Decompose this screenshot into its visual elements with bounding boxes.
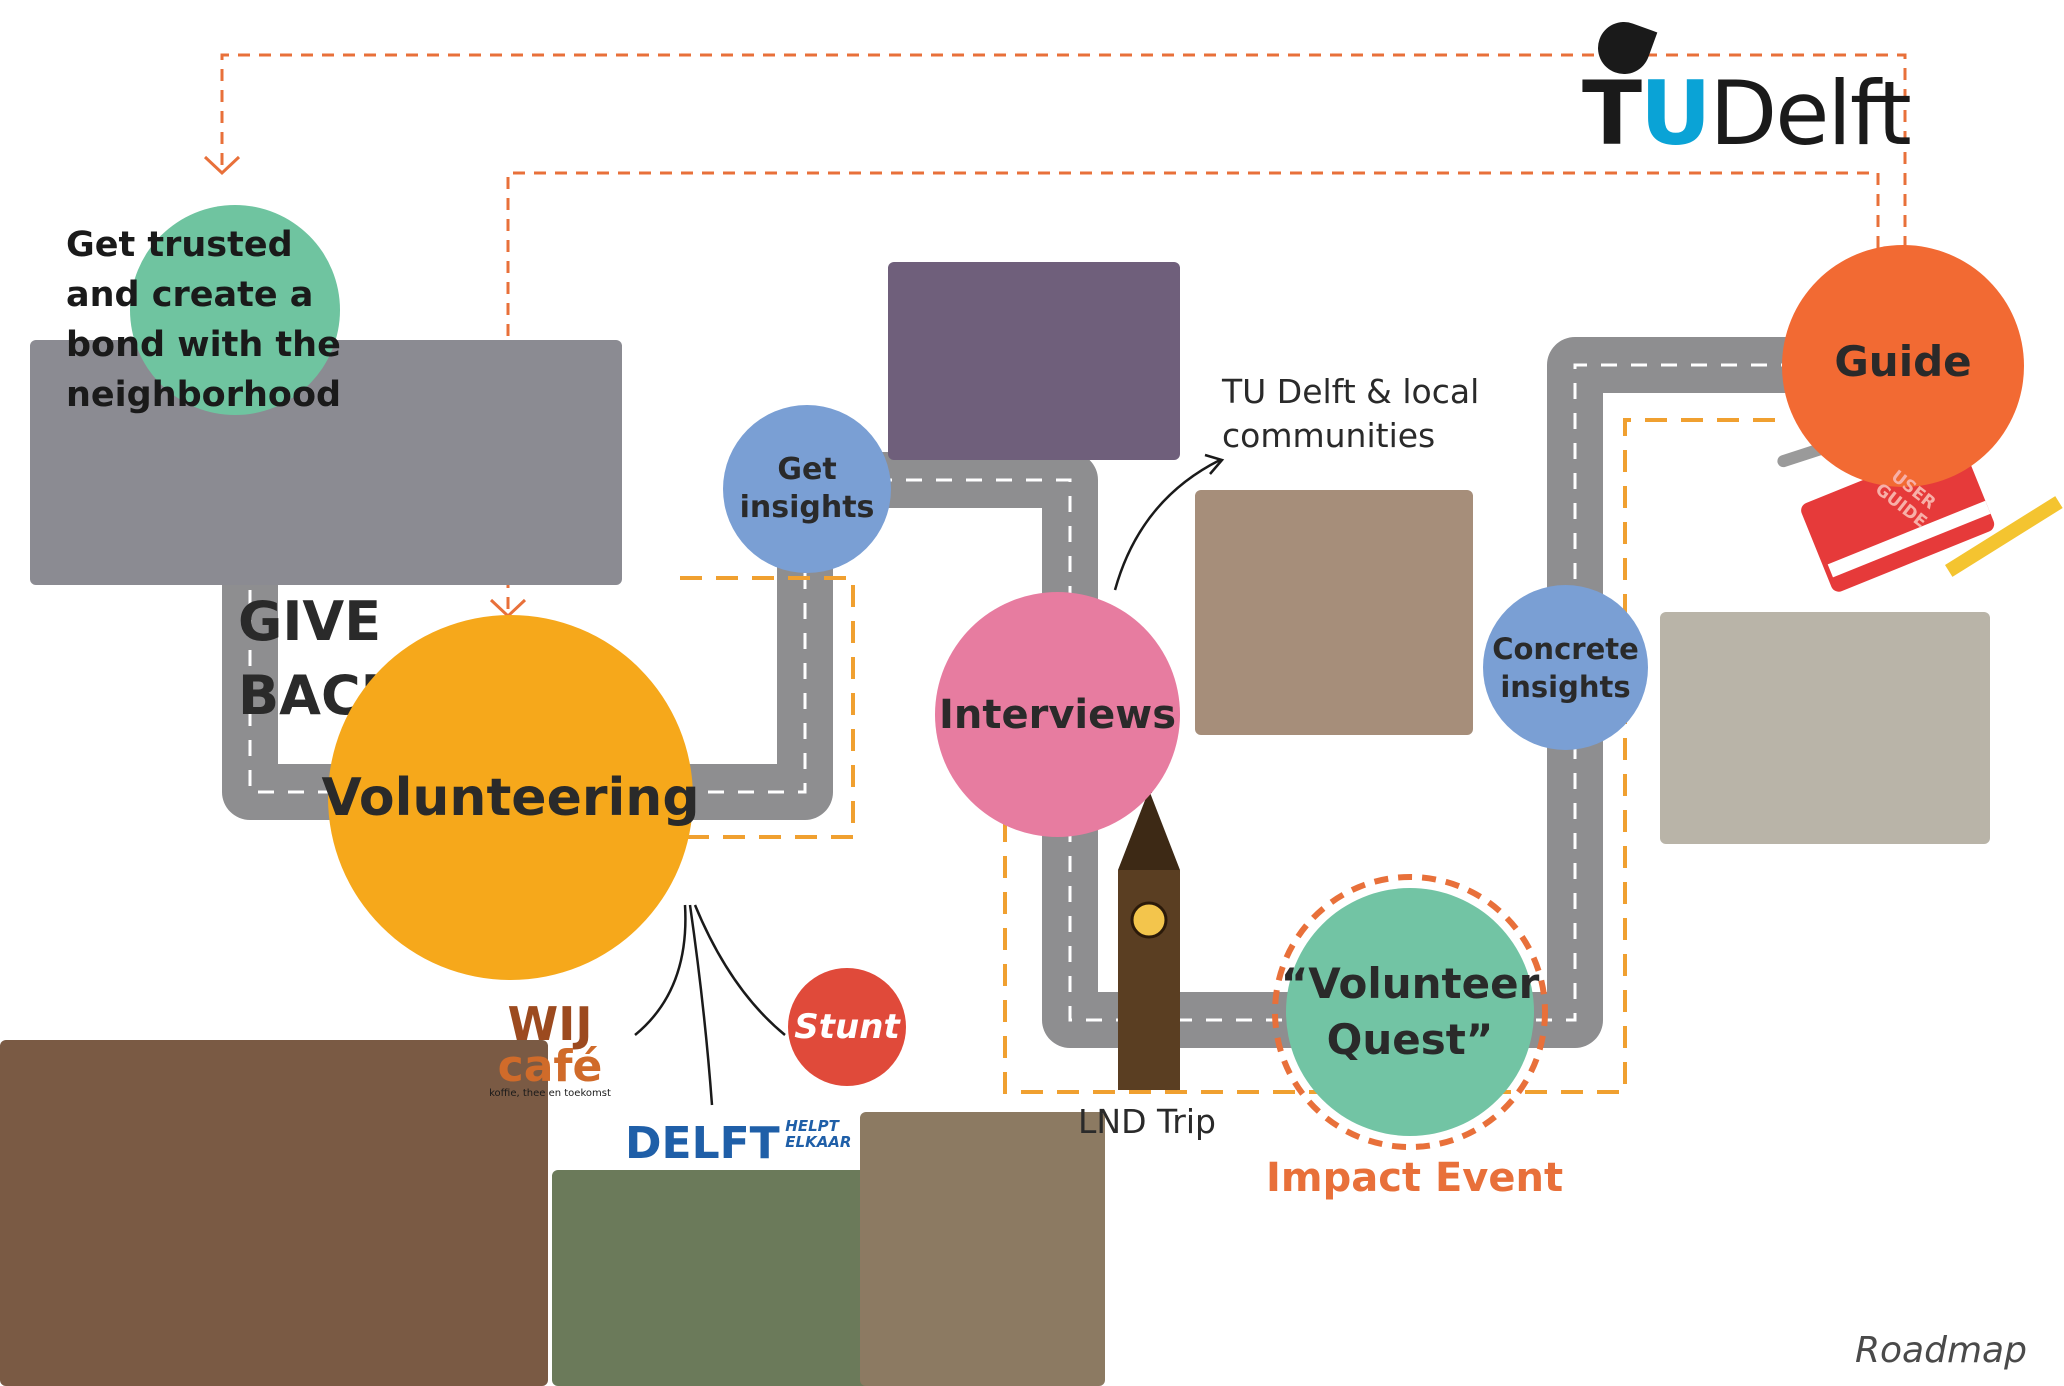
photo-community-group xyxy=(1195,490,1473,735)
arrow-head-communities xyxy=(1204,453,1225,475)
node-guide: Guide xyxy=(1782,245,2024,487)
photo-interview-table xyxy=(888,262,1180,460)
stunt-logo-text: Stunt xyxy=(794,1007,900,1047)
node-concrete-insights: Concrete insights xyxy=(1483,585,1648,750)
wij-cafe-line1: WIJ xyxy=(507,997,593,1051)
wij-cafe-tagline: koffie, thee en toekomst xyxy=(489,1088,611,1099)
arrow-to-delft-helpt xyxy=(688,904,714,1106)
node-volunteering-label: Volunteering xyxy=(321,767,700,828)
feedback-line-outer xyxy=(220,53,1907,248)
roadmap-label: Roadmap xyxy=(1855,1330,2027,1371)
node-interviews-label: Interviews xyxy=(938,691,1176,738)
logo-t: T xyxy=(1582,62,1642,165)
photo-neighborhood-event xyxy=(30,340,622,585)
delft-helpt-small-text: HELPT ELKAAR xyxy=(785,1117,852,1151)
impact-ring xyxy=(1272,874,1548,1150)
user-guide-book-icon xyxy=(1801,442,1995,592)
arrow-to-communities xyxy=(1113,458,1221,591)
node-get-insights: Get insights xyxy=(723,405,891,573)
communities-label: TU Delft & local communities xyxy=(1222,372,1480,455)
node-volunteer-quest: “Volunteer Quest” xyxy=(1281,888,1539,1136)
logo-delft: Delft xyxy=(1709,62,1912,165)
node-interviews: Interviews xyxy=(935,592,1180,837)
photo-delft-helpt-volunteers xyxy=(552,1170,914,1386)
arrow-to-stunt xyxy=(693,904,786,1036)
logo-u: U xyxy=(1640,62,1711,165)
impact-event-label: Impact Event xyxy=(1266,1155,1564,1201)
wij-cafe-logo: WIJ café koffie, thee en toekomst xyxy=(486,997,614,1099)
delft-helpt-elkaar-logo: DELFT HELPT ELKAAR xyxy=(625,1117,852,1169)
dashed-frame-lnd xyxy=(1003,418,1780,1094)
wij-cafe-line2: café xyxy=(497,1041,603,1092)
arrow-to-wij xyxy=(634,904,687,1036)
photo-cafe-volunteers xyxy=(0,1040,548,1386)
photo-guide-session xyxy=(1660,612,1990,844)
stunt-logo: Stunt xyxy=(788,968,906,1086)
node-concrete-insights-label: Concrete insights xyxy=(1492,631,1639,704)
node-get-insights-label: Get insights xyxy=(739,452,875,525)
dashed-frame-volunteering xyxy=(680,576,855,839)
node-volunteering: Volunteering xyxy=(321,615,700,980)
big-ben-icon xyxy=(1118,765,1180,1090)
node-guide-label: Guide xyxy=(1834,337,1972,386)
trusted-circle xyxy=(130,205,340,415)
delft-helpt-text: DELFT xyxy=(625,1118,780,1169)
lnd-trip-label: LND Trip xyxy=(1078,1102,1216,1141)
photo-woodworking xyxy=(860,1112,1105,1386)
pencil-icon xyxy=(1944,496,2063,577)
node-volunteer-quest-label: “Volunteer Quest” xyxy=(1280,959,1540,1064)
trusted-caption: Get trusted and create a bond with the n… xyxy=(66,225,342,415)
arrow-head-left xyxy=(203,155,241,176)
tu-delft-logo: TUDelft xyxy=(1582,62,1912,165)
